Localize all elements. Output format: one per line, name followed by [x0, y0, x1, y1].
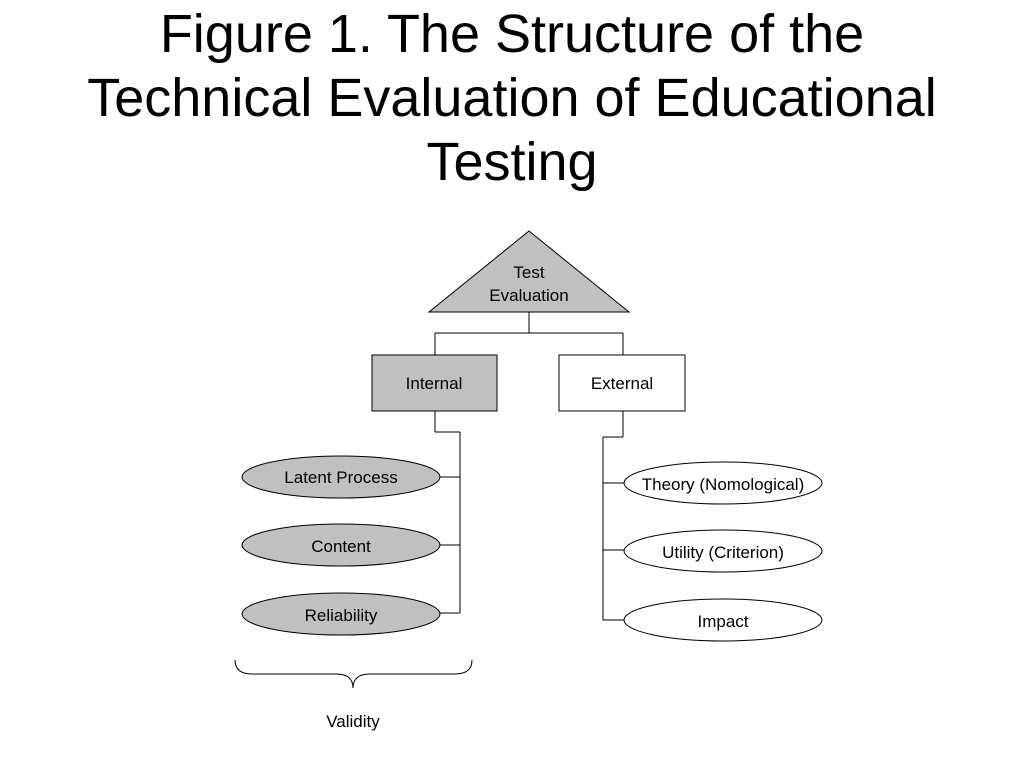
root-label-line-2: Evaluation: [489, 286, 568, 305]
reliability-ellipse: [241, 592, 441, 636]
impact-label: Impact: [697, 612, 748, 631]
latent-process-ellipse: [241, 455, 441, 499]
content-label: Content: [311, 537, 371, 556]
theory-label: Theory (Nomological): [642, 475, 805, 494]
slide-title: Figure 1. The Structure of the Technical…: [30, 2, 994, 194]
root-node: Test Evaluation: [427, 230, 631, 313]
reliability-node: Reliability: [241, 592, 441, 636]
title-line-2: Technical Evaluation of Educational: [87, 68, 937, 128]
internal-box: [371, 354, 498, 412]
theory-ellipse: [623, 461, 823, 505]
utility-ellipse: [623, 529, 823, 573]
reliability-label: Reliability: [305, 606, 378, 625]
impact-ellipse: [623, 598, 823, 642]
title-line-3: Testing: [426, 132, 598, 192]
external-node: External: [558, 354, 686, 412]
external-children: Theory (Nomological) Utility (Criterion)…: [623, 461, 823, 642]
utility-node: Utility (Criterion): [623, 529, 823, 573]
impact-node: Impact: [623, 598, 823, 642]
latent-process-label: Latent Process: [284, 468, 397, 487]
internal-node: Internal: [371, 354, 498, 412]
external-label: External: [591, 374, 653, 393]
validity-label: Validity: [326, 712, 380, 731]
internal-children: Latent Process Content Reliability: [241, 455, 441, 636]
utility-label: Utility (Criterion): [662, 543, 784, 562]
latent-process-node: Latent Process: [241, 455, 441, 499]
content-node: Content: [241, 523, 441, 567]
external-box: [558, 354, 686, 412]
validity-brace: [234, 659, 473, 689]
title-line-1: Figure 1. The Structure of the: [159, 4, 865, 64]
root-triangle: [427, 230, 631, 313]
internal-label: Internal: [406, 374, 463, 393]
validity-group: Validity: [234, 659, 473, 731]
connector-lines: [434, 312, 624, 621]
root-label-line-1: Test: [513, 263, 544, 282]
theory-node: Theory (Nomological): [623, 461, 823, 505]
content-ellipse: [241, 523, 441, 567]
